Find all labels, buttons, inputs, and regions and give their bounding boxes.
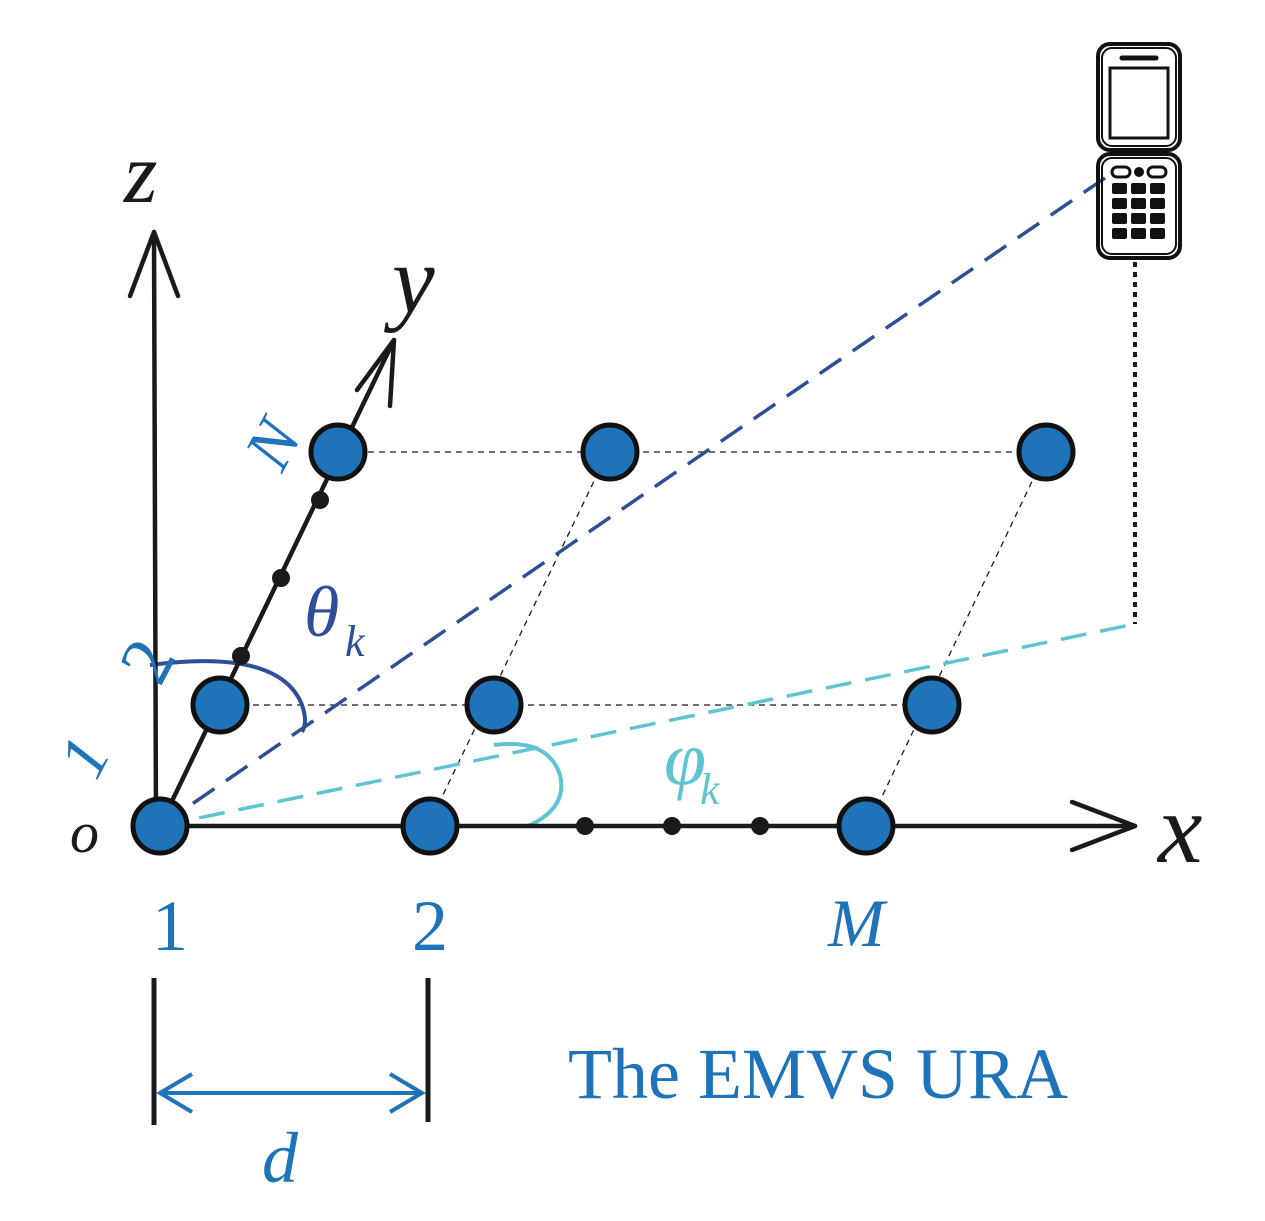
phone-lower-inner bbox=[1101, 157, 1177, 255]
theta-symbol: θ bbox=[304, 572, 339, 652]
z-axis bbox=[151, 229, 159, 829]
continuation-dots bbox=[232, 491, 769, 835]
spacing-arrowhead-right bbox=[388, 1072, 426, 1114]
x-index-1: 1 bbox=[152, 886, 188, 966]
array-elements bbox=[130, 422, 1076, 856]
element-2-1 bbox=[400, 796, 460, 856]
y-index-1: 1 bbox=[45, 726, 125, 789]
x-dot bbox=[576, 817, 594, 835]
x-index-2: 2 bbox=[412, 886, 448, 966]
phone-screen bbox=[1108, 66, 1170, 140]
element-m-n bbox=[1016, 422, 1076, 482]
source-direction-line bbox=[159, 176, 1106, 828]
phone-soft-key-left bbox=[1110, 165, 1132, 179]
x-dot bbox=[751, 817, 769, 835]
y-dot bbox=[272, 569, 290, 587]
element-1-n bbox=[308, 422, 368, 482]
phone-keypad bbox=[1112, 183, 1165, 239]
y-index-2: 2 bbox=[103, 626, 191, 695]
theta-arc bbox=[149, 659, 307, 734]
element-2-n bbox=[580, 422, 640, 482]
element-m-1 bbox=[836, 796, 896, 856]
z-axis-label: z bbox=[123, 125, 157, 221]
spacing-label: d bbox=[262, 1118, 299, 1198]
source-projection-line bbox=[159, 622, 1136, 828]
y-dot bbox=[232, 647, 250, 665]
coordinate-axes bbox=[127, 229, 1138, 853]
grid-col-2 bbox=[427, 451, 609, 827]
element-m-2 bbox=[902, 675, 962, 735]
element-2-2 bbox=[464, 675, 524, 735]
x-dot bbox=[663, 817, 681, 835]
phi-symbol: φ bbox=[664, 717, 706, 801]
diagram-caption: The EMVS URA bbox=[568, 1034, 1068, 1114]
phi-subscript: k bbox=[700, 765, 721, 814]
x-axis-arrowhead bbox=[1069, 799, 1138, 853]
y-axis-label: y bbox=[383, 226, 435, 333]
x-axis-label: x bbox=[1156, 773, 1202, 884]
z-axis-arrowhead bbox=[127, 229, 181, 299]
phone-upper-inner bbox=[1101, 47, 1177, 147]
mobile-phone-icon bbox=[1096, 42, 1182, 260]
phone-upper-body bbox=[1096, 42, 1182, 152]
spacing-arrowhead-left bbox=[156, 1072, 194, 1114]
phone-nav-key bbox=[1134, 167, 1144, 177]
x-index-m: M bbox=[827, 885, 888, 961]
y-index-n: N bbox=[230, 404, 317, 482]
element-1-2 bbox=[190, 675, 250, 735]
phone-soft-key-right bbox=[1146, 165, 1168, 179]
phi-arc bbox=[493, 741, 564, 828]
theta-subscript: k bbox=[345, 617, 366, 666]
origin-label: o bbox=[70, 800, 99, 865]
spacing-dimension bbox=[151, 978, 431, 1125]
y-dot bbox=[311, 491, 329, 509]
array-grid-lines bbox=[220, 451, 1047, 827]
y-axis-arrowhead bbox=[354, 337, 397, 409]
grid-col-m bbox=[867, 451, 1047, 827]
phone-lower-body bbox=[1096, 152, 1182, 260]
element-1-1 bbox=[130, 796, 190, 856]
